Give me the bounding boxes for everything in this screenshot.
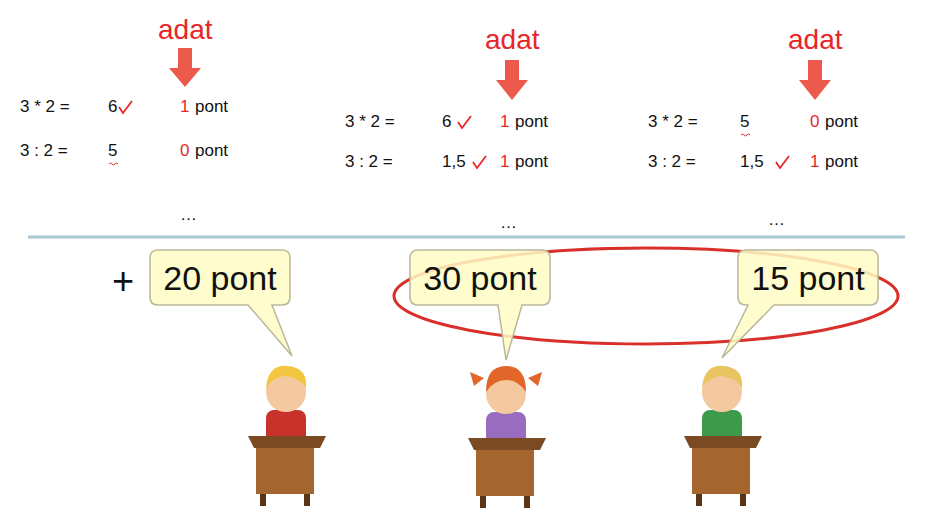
squiggle	[741, 134, 750, 136]
expression-text: 5	[740, 113, 749, 130]
data-label: adat	[485, 26, 540, 54]
ellipsis: …	[500, 214, 517, 231]
check-mark	[776, 156, 789, 168]
unit-label: pont	[825, 153, 858, 170]
ellipsis: …	[768, 211, 785, 228]
expression-text: 3 * 2 =	[20, 98, 70, 115]
down-arrow	[169, 48, 201, 87]
expression-text: 3 : 2 =	[345, 153, 393, 170]
down-arrow	[496, 60, 528, 100]
student-figure	[684, 366, 762, 506]
unit-label: pont	[825, 113, 858, 130]
unit-label: pont	[515, 113, 548, 130]
check-mark	[119, 101, 132, 113]
expression-text: 6	[108, 98, 117, 115]
data-label: adat	[788, 26, 843, 54]
expression-text: 3 * 2 =	[345, 113, 395, 130]
down-arrow	[799, 60, 831, 100]
student-figure	[248, 366, 326, 506]
score-text: 20 pont	[150, 261, 290, 295]
expression-text: 3 * 2 =	[648, 113, 698, 130]
expression-text: 3 : 2 =	[20, 142, 68, 159]
expression-text: 1	[810, 153, 819, 170]
expression-text: 5	[108, 142, 117, 159]
bubble-shape	[722, 250, 878, 358]
expression-text: 0	[810, 113, 819, 130]
ellipsis: …	[180, 206, 197, 223]
plus-sign: +	[112, 262, 134, 300]
bubble-shape	[150, 250, 292, 356]
squiggle	[109, 163, 118, 165]
expression-text: 1	[500, 153, 509, 170]
unit-label: pont	[515, 153, 548, 170]
expression-text: 1,5	[442, 153, 466, 170]
expression-text: 3 : 2 =	[648, 153, 696, 170]
score-text: 15 pont	[738, 261, 878, 295]
unit-label: pont	[195, 142, 228, 159]
expression-text: 6	[442, 113, 451, 130]
divider-line	[28, 236, 905, 239]
score-text: 30 pont	[410, 261, 550, 295]
expression-text: 1,5	[740, 153, 764, 170]
check-mark	[458, 116, 471, 128]
speech-bubble: 20 pont	[150, 250, 290, 305]
bubble-shape	[410, 250, 550, 360]
data-label: adat	[158, 16, 213, 44]
expression-text: 1	[180, 98, 189, 115]
expression-text: 0	[180, 142, 189, 159]
student-figure	[468, 366, 546, 508]
speech-bubble: 15 pont	[738, 250, 878, 305]
unit-label: pont	[195, 98, 228, 115]
speech-bubble: 30 pont	[410, 250, 550, 305]
expression-text: 1	[500, 113, 509, 130]
check-mark	[473, 156, 486, 168]
